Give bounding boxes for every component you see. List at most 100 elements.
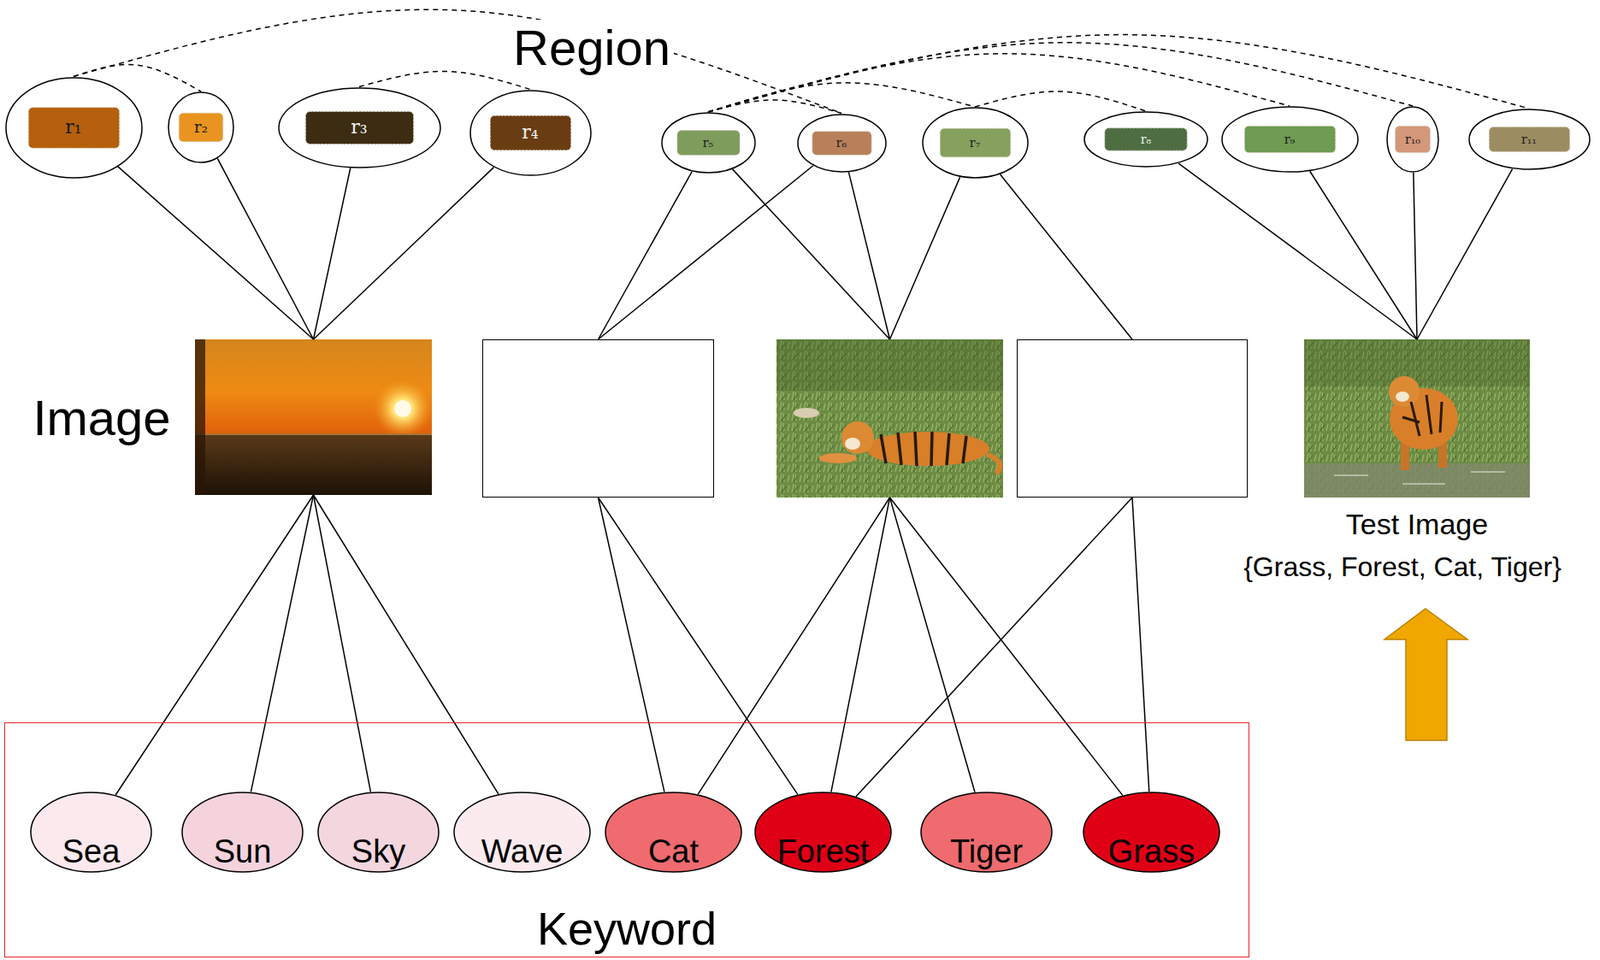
keyword-label: Tiger	[950, 833, 1023, 872]
region-label: r₅	[702, 135, 714, 150]
association-line	[697, 497, 890, 795]
ellipse-outline	[168, 92, 234, 163]
association-line	[313, 167, 495, 340]
ellipse-outline	[1222, 106, 1358, 172]
region-ellipse: r₆	[797, 113, 887, 173]
ellipse-outline	[1387, 106, 1439, 172]
ellipse-outline	[797, 114, 886, 172]
association-line	[598, 497, 798, 795]
region-label: r₈	[1140, 132, 1152, 147]
sun	[394, 400, 412, 418]
grass-shade	[1304, 339, 1530, 387]
ripples	[1334, 472, 1506, 485]
test-tiger-photo	[1304, 339, 1530, 498]
association-line	[598, 165, 814, 340]
keyword-ellipse: Grass	[1082, 791, 1221, 874]
region-ellipse: r₁₁	[1468, 108, 1591, 171]
keyword-label: Cat	[648, 833, 699, 872]
ellipse-outline	[278, 88, 441, 168]
water	[1304, 463, 1530, 498]
region-label: r₁₁	[1521, 132, 1537, 147]
region-similarity-link	[708, 35, 1530, 113]
tiger-stripes	[880, 431, 967, 467]
region-ellipse: r₇	[921, 106, 1029, 179]
ellipse-outline	[1083, 792, 1220, 873]
keyword-ellipse: Sky	[317, 791, 440, 874]
ellipse-outline	[470, 90, 591, 176]
region-ellipse: r₅	[661, 112, 756, 174]
keyword-label: Wave	[481, 833, 564, 872]
region-ellipse: r₁₀	[1386, 106, 1440, 173]
keyword-ellipse: Sun	[181, 791, 304, 874]
ellipse-outline	[661, 112, 756, 173]
image-box	[482, 339, 715, 498]
photo-edge	[194, 339, 206, 496]
ellipse-outline	[1084, 112, 1208, 167]
association-line	[118, 166, 314, 340]
association-line	[1178, 163, 1417, 340]
sunset-photo	[194, 339, 432, 496]
region-segment	[1244, 125, 1335, 153]
tiger-paw	[819, 453, 857, 464]
association-line	[1132, 497, 1150, 792]
grass-field	[776, 339, 1004, 498]
region-similarity-link	[708, 53, 1290, 113]
association-line	[856, 497, 1133, 798]
association-line	[217, 158, 313, 340]
layer-label: Region	[509, 19, 674, 77]
region-label: r₁	[64, 116, 82, 138]
region-similarity-link	[359, 70, 531, 89]
sun-glow	[373, 379, 432, 438]
region-ellipse: r₃	[277, 87, 442, 169]
tiger-face	[844, 437, 861, 450]
image-box	[776, 339, 1004, 498]
grass-field	[1304, 339, 1530, 498]
sea	[194, 433, 432, 496]
region-segment	[676, 130, 739, 156]
region-ellipse: r₈	[1083, 111, 1209, 168]
tiger-body	[1389, 388, 1459, 450]
association-line	[890, 177, 961, 340]
region-segment	[939, 128, 1011, 158]
region-label: r₇	[969, 135, 981, 150]
region-segment	[178, 112, 223, 142]
stone	[793, 407, 820, 419]
ellipse-outline	[605, 792, 742, 873]
pointer-arrow	[1384, 608, 1468, 741]
tiger-head	[1388, 376, 1420, 408]
region-segment	[1488, 127, 1570, 153]
region-segment	[811, 130, 871, 155]
layer-label: Image	[29, 389, 174, 448]
ellipse-outline	[318, 792, 439, 873]
ellipse-outline	[5, 77, 142, 178]
region-segment	[1104, 128, 1187, 151]
association-line	[732, 169, 891, 340]
tiger-tail	[987, 454, 1000, 474]
region-label: r₁₀	[1405, 132, 1421, 147]
region-label: r₄	[521, 121, 538, 143]
keyword-ellipse: Sea	[29, 791, 153, 874]
keyword-label: Sky	[351, 833, 406, 872]
region-ellipse: r₄	[469, 89, 592, 177]
keyword-ellipse: Wave	[453, 791, 591, 874]
region-segment	[490, 115, 571, 150]
ellipse-outline	[922, 107, 1028, 178]
association-line	[1416, 169, 1513, 340]
association-line	[890, 497, 1123, 796]
region-similarity-link	[708, 82, 975, 113]
association-line	[890, 497, 976, 793]
ellipse-outline	[755, 792, 892, 873]
association-line	[1310, 171, 1417, 340]
tiger-face	[1395, 391, 1410, 402]
association-line	[848, 171, 890, 340]
tiger-body	[866, 431, 990, 467]
ellipse-outline	[1469, 109, 1590, 170]
association-line	[598, 171, 693, 340]
keyword-label: Forest	[777, 833, 870, 872]
region-ellipse: r₁	[5, 76, 143, 179]
keyword-label: Sun	[213, 833, 272, 872]
ellipse-outline	[454, 792, 591, 873]
region-segment	[1395, 125, 1431, 153]
tiger-stripes	[1402, 395, 1442, 437]
